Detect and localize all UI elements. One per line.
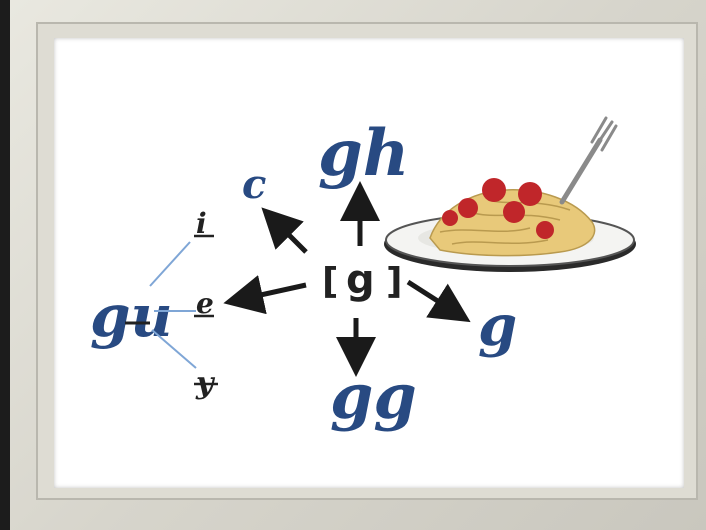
spelling-g: g — [478, 293, 517, 359]
arrow-upleft — [261, 207, 308, 254]
arrow-right — [406, 279, 471, 323]
spelling-gh: gh — [318, 116, 409, 191]
bracket-open: [ — [322, 261, 338, 302]
vowel-i: i — [196, 207, 207, 240]
connector-i — [149, 241, 191, 287]
bracket-close: ] — [386, 261, 402, 302]
phoneme-g: g — [346, 257, 375, 303]
spelling-gu: gu — [90, 282, 173, 350]
connector-y — [151, 329, 197, 369]
spelling-c: c — [242, 161, 266, 208]
vowel-e: e — [196, 287, 214, 320]
arrow-left — [223, 275, 307, 315]
spelling-gg: gg — [330, 360, 417, 433]
spaghetti-plate-icon — [384, 116, 636, 272]
